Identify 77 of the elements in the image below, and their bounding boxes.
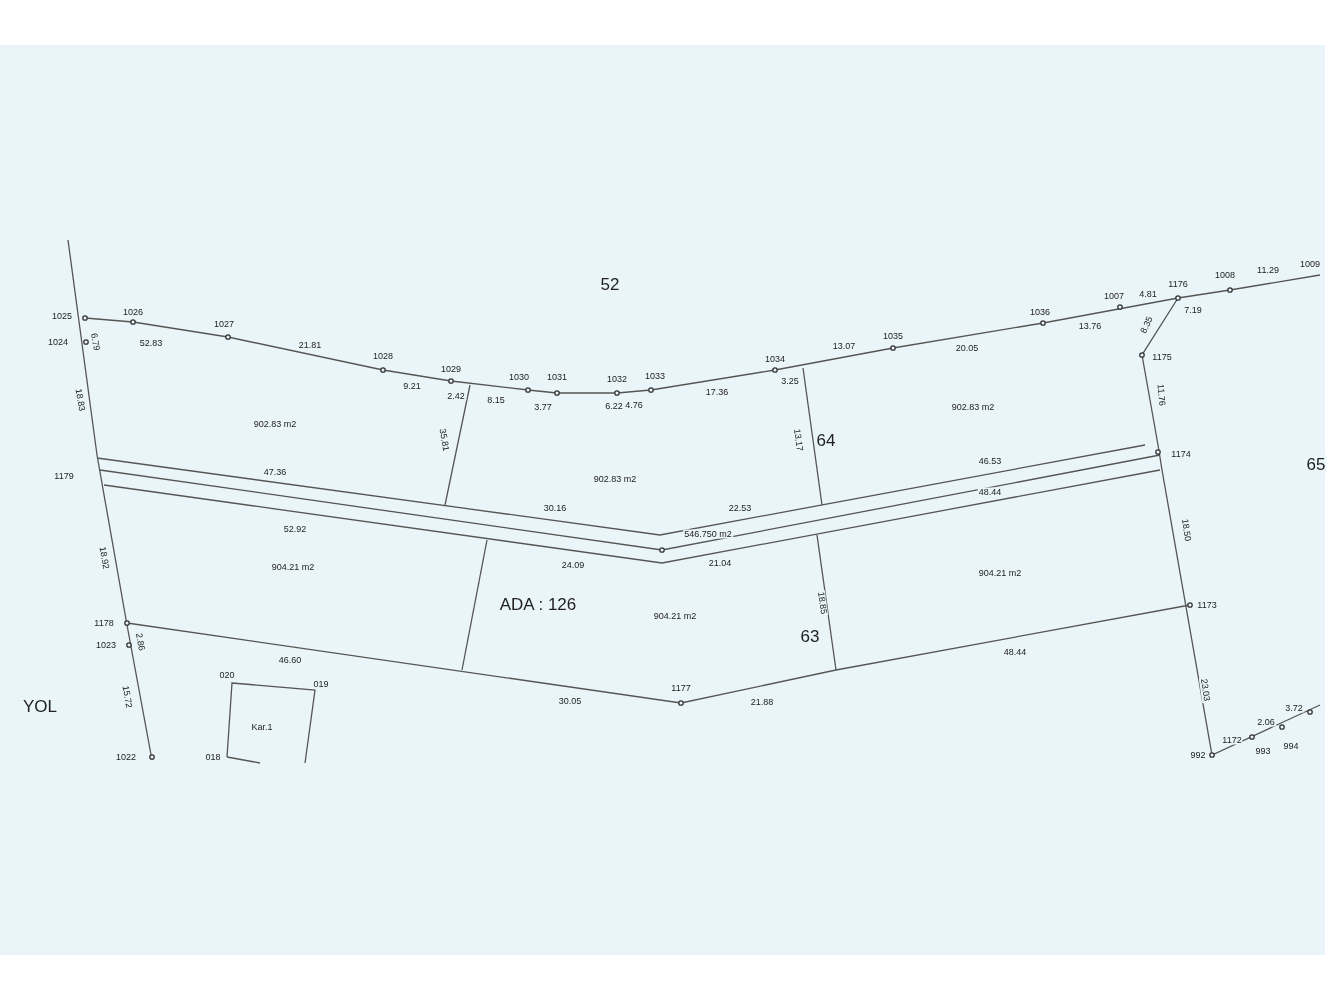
parcel-number: 65 (1305, 455, 1327, 473)
map-label: 904.21 m2 (977, 568, 1023, 578)
map-label: 1008 (1214, 270, 1236, 280)
map-label: 13.76 (1077, 321, 1103, 331)
map-label: 1007 (1103, 291, 1125, 301)
map-label: 2.06 (1256, 717, 1276, 727)
map-label: 1009 (1299, 259, 1321, 269)
map-label: 1022 (115, 752, 137, 762)
map-label: 1172 (1221, 735, 1243, 745)
parcel-number: 64 (815, 431, 837, 449)
map-label: 1033 (644, 371, 666, 381)
map-label: 1028 (372, 351, 394, 361)
map-label: 46.60 (277, 655, 303, 665)
map-label: 1025 (51, 311, 73, 321)
map-label: 018 (204, 752, 222, 762)
map-label: 1173 (1196, 600, 1218, 610)
map-label: 1034 (764, 354, 786, 364)
map-label: 17.36 (704, 387, 730, 397)
map-label: 019 (312, 679, 330, 689)
map-label: 20.05 (954, 343, 980, 353)
map-label: 1024 (47, 337, 69, 347)
map-label: 1036 (1029, 307, 1051, 317)
parcel-number: 63 (799, 627, 821, 645)
map-label: 2.42 (446, 391, 466, 401)
map-label: 1035 (882, 331, 904, 341)
map-label: 1174 (1170, 449, 1192, 459)
map-label: 4.76 (624, 400, 644, 410)
map-label: 904.21 m2 (270, 562, 316, 572)
map-label: 24.09 (560, 560, 586, 570)
distance-label: 11.76 (1155, 382, 1167, 408)
map-label: Kar.1 (250, 722, 274, 732)
parcel-number: 52 (599, 275, 621, 293)
parcel-number: YOL (22, 697, 58, 715)
map-label: 1175 (1151, 352, 1173, 362)
map-label: 1027 (213, 319, 235, 329)
map-label: 48.44 (1002, 647, 1028, 657)
map-label: 992 (1189, 750, 1207, 760)
map-label: 1179 (53, 471, 75, 481)
map-label: 1032 (606, 374, 628, 384)
map-label: 47.36 (262, 467, 288, 477)
map-label: 1177 (670, 683, 692, 693)
map-label: 22.53 (727, 503, 753, 513)
map-label: 46.53 (977, 456, 1003, 466)
map-label: 52.92 (282, 524, 308, 534)
map-label: 1176 (1167, 279, 1189, 289)
map-label: 52.83 (138, 338, 164, 348)
map-label: 30.05 (557, 696, 583, 706)
parcel-number: ADA : 126 (498, 595, 578, 613)
map-label: 3.25 (780, 376, 800, 386)
map-label: 7.19 (1183, 305, 1203, 315)
map-label: 48.44 (977, 487, 1003, 497)
map-label: 902.83 m2 (252, 419, 298, 429)
map-label: 904.21 m2 (652, 611, 698, 621)
map-label: 8.15 (486, 395, 506, 405)
map-label: 1031 (546, 372, 568, 382)
map-label: 3.72 (1284, 703, 1304, 713)
map-label: 11.29 (1256, 265, 1280, 275)
map-label: 30.16 (542, 503, 568, 513)
map-label: 1030 (508, 372, 530, 382)
map-label: 21.88 (749, 697, 775, 707)
map-label: 902.83 m2 (950, 402, 996, 412)
map-label: 3.77 (533, 402, 553, 412)
map-label: 21.04 (707, 558, 733, 568)
map-label: 902.83 m2 (592, 474, 638, 484)
map-label: 1178 (93, 618, 115, 628)
map-label: 6.22 (604, 401, 624, 411)
map-label: 993 (1254, 746, 1272, 756)
map-label: 1029 (440, 364, 462, 374)
map-label: 546.750 m2 (683, 529, 733, 539)
map-label: 020 (218, 670, 236, 680)
map-label: 994 (1282, 741, 1300, 751)
map-label: 1026 (122, 307, 144, 317)
map-label: 21.81 (297, 340, 323, 350)
map-label: 9.21 (402, 381, 422, 391)
map-label: 13.07 (831, 341, 857, 351)
map-label: 1023 (95, 640, 117, 650)
map-label: 4.81 (1138, 289, 1158, 299)
